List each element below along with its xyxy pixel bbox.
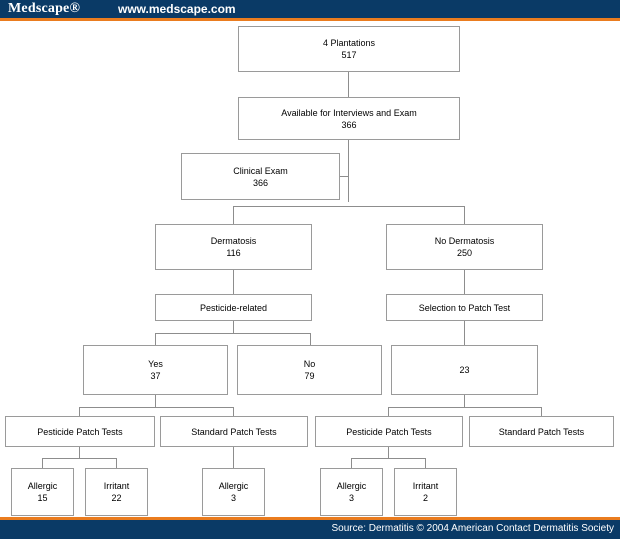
source-attribution: Source: Dermatitis © 2004 American Conta…: [331, 523, 614, 534]
node-value: 3: [348, 493, 354, 503]
connector-split-dermatosis: [233, 206, 465, 207]
connector-down-irritant-22: [116, 458, 117, 468]
connector-down-pesticide-patch-1: [79, 407, 80, 416]
node-label: Pesticide-related: [199, 302, 268, 313]
node-label: Irritant: [103, 481, 130, 491]
connector-pesticide-patch-1-down: [79, 447, 80, 458]
node-available-for-interviews[interactable]: Available for Interviews and Exam 366: [238, 97, 460, 140]
connector-down-pesticide-patch-2: [388, 407, 389, 416]
node-clinical-exam[interactable]: Clinical Exam 366: [181, 153, 340, 200]
connector-down-allergic-15: [42, 458, 43, 468]
node-value: 366: [341, 119, 357, 130]
connector-yes-down: [155, 395, 156, 407]
node-label: Allergic: [27, 481, 58, 491]
node-label: Allergic: [218, 481, 249, 491]
connector-pesticide-related-down: [233, 321, 234, 333]
connector-split-patch-left: [79, 407, 234, 408]
connector-down-irritant-2: [425, 458, 426, 468]
node-dermatosis[interactable]: Dermatosis 116: [155, 224, 312, 270]
site-footer: Source: Dermatitis © 2004 American Conta…: [0, 517, 620, 539]
connector-split-patch-right: [388, 407, 542, 408]
node-label: Dermatosis: [210, 236, 257, 246]
node-pesticide-related[interactable]: Pesticide-related: [155, 294, 312, 321]
node-label: Available for Interviews and Exam: [281, 107, 417, 118]
node-value: 3: [230, 493, 236, 503]
connector-down-no: [310, 333, 311, 345]
connector-pesticide-patch-2-down: [388, 447, 389, 458]
medscape-logo: Medscape®: [8, 1, 81, 16]
node-value: 15: [37, 493, 48, 503]
node-label: Pesticide Patch Tests: [346, 426, 432, 437]
node-label: Pesticide Patch Tests: [37, 426, 123, 437]
node-label: 23: [459, 365, 470, 375]
site-header: Medscape® www.medscape.com: [0, 0, 620, 21]
node-value: 2: [422, 493, 428, 503]
node-label: No: [303, 359, 316, 369]
node-selection-to-patch-test[interactable]: Selection to Patch Test: [386, 294, 543, 321]
node-label: No Dermatosis: [434, 236, 495, 246]
connector-split-yes-no: [155, 333, 311, 334]
connector-selection-to-23: [464, 321, 465, 345]
node-value: 22: [111, 493, 122, 503]
connector-down-dermatosis: [233, 206, 234, 224]
node-value: 366: [252, 177, 269, 188]
node-label: Allergic: [336, 481, 367, 491]
node-label: Standard Patch Tests: [191, 426, 277, 437]
connector-down-no-dermatosis: [464, 206, 465, 224]
node-label: 4 Plantations: [322, 38, 376, 48]
node-value: 250: [456, 248, 473, 258]
node-standard-patch-tests-2[interactable]: Standard Patch Tests: [469, 416, 614, 447]
node-standard-patch-tests-1[interactable]: Standard Patch Tests: [160, 416, 308, 447]
node-value: 517: [341, 50, 357, 60]
connector-split-allergic-irritant-left: [42, 458, 117, 459]
node-pesticide-related-no[interactable]: No 79: [237, 345, 382, 395]
connector-down-yes: [155, 333, 156, 345]
node-allergic-15[interactable]: Allergic 15: [11, 468, 74, 516]
site-url-text: www.medscape.com: [118, 2, 236, 16]
node-pesticide-patch-tests-1[interactable]: Pesticide Patch Tests: [5, 416, 155, 447]
node-plantations[interactable]: 4 Plantations 517: [238, 26, 460, 72]
node-value: 116: [226, 248, 241, 258]
connector-23-down: [464, 395, 465, 407]
node-pesticide-patch-tests-2[interactable]: Pesticide Patch Tests: [315, 416, 463, 447]
connector-no-dermatosis-to-selection: [464, 270, 465, 294]
connector-down-allergic-3b: [351, 458, 352, 468]
node-no-dermatosis[interactable]: No Dermatosis 250: [386, 224, 543, 270]
node-label: Irritant: [412, 481, 439, 491]
connector-plantations-to-available: [348, 72, 349, 97]
connector-split-allergic-irritant-right: [351, 458, 426, 459]
connector-available-trunk: [348, 140, 349, 202]
connector-dermatosis-to-pesticide-related: [233, 270, 234, 294]
node-value: 37: [150, 371, 161, 381]
node-label: Clinical Exam: [233, 165, 288, 176]
node-label: Standard Patch Tests: [498, 426, 585, 437]
node-allergic-3-pesticide[interactable]: Allergic 3: [320, 468, 383, 516]
node-label: Yes: [148, 359, 163, 369]
connector-down-standard-patch-1: [233, 407, 234, 416]
node-pesticide-related-yes[interactable]: Yes 37: [83, 345, 228, 395]
node-irritant-22[interactable]: Irritant 22: [85, 468, 148, 516]
flowchart-canvas: 4 Plantations 517 Available for Intervie…: [0, 21, 620, 518]
node-selected-23[interactable]: 23: [391, 345, 538, 395]
connector-down-standard-patch-2: [541, 407, 542, 416]
node-label: Selection to Patch Test: [418, 302, 511, 313]
node-irritant-2[interactable]: Irritant 2: [394, 468, 457, 516]
node-value: 79: [304, 371, 315, 381]
connector-standard-patch-1-to-allergic: [233, 447, 234, 468]
connector-clinical-exam-stub: [340, 176, 349, 177]
node-allergic-3-standard[interactable]: Allergic 3: [202, 468, 265, 516]
